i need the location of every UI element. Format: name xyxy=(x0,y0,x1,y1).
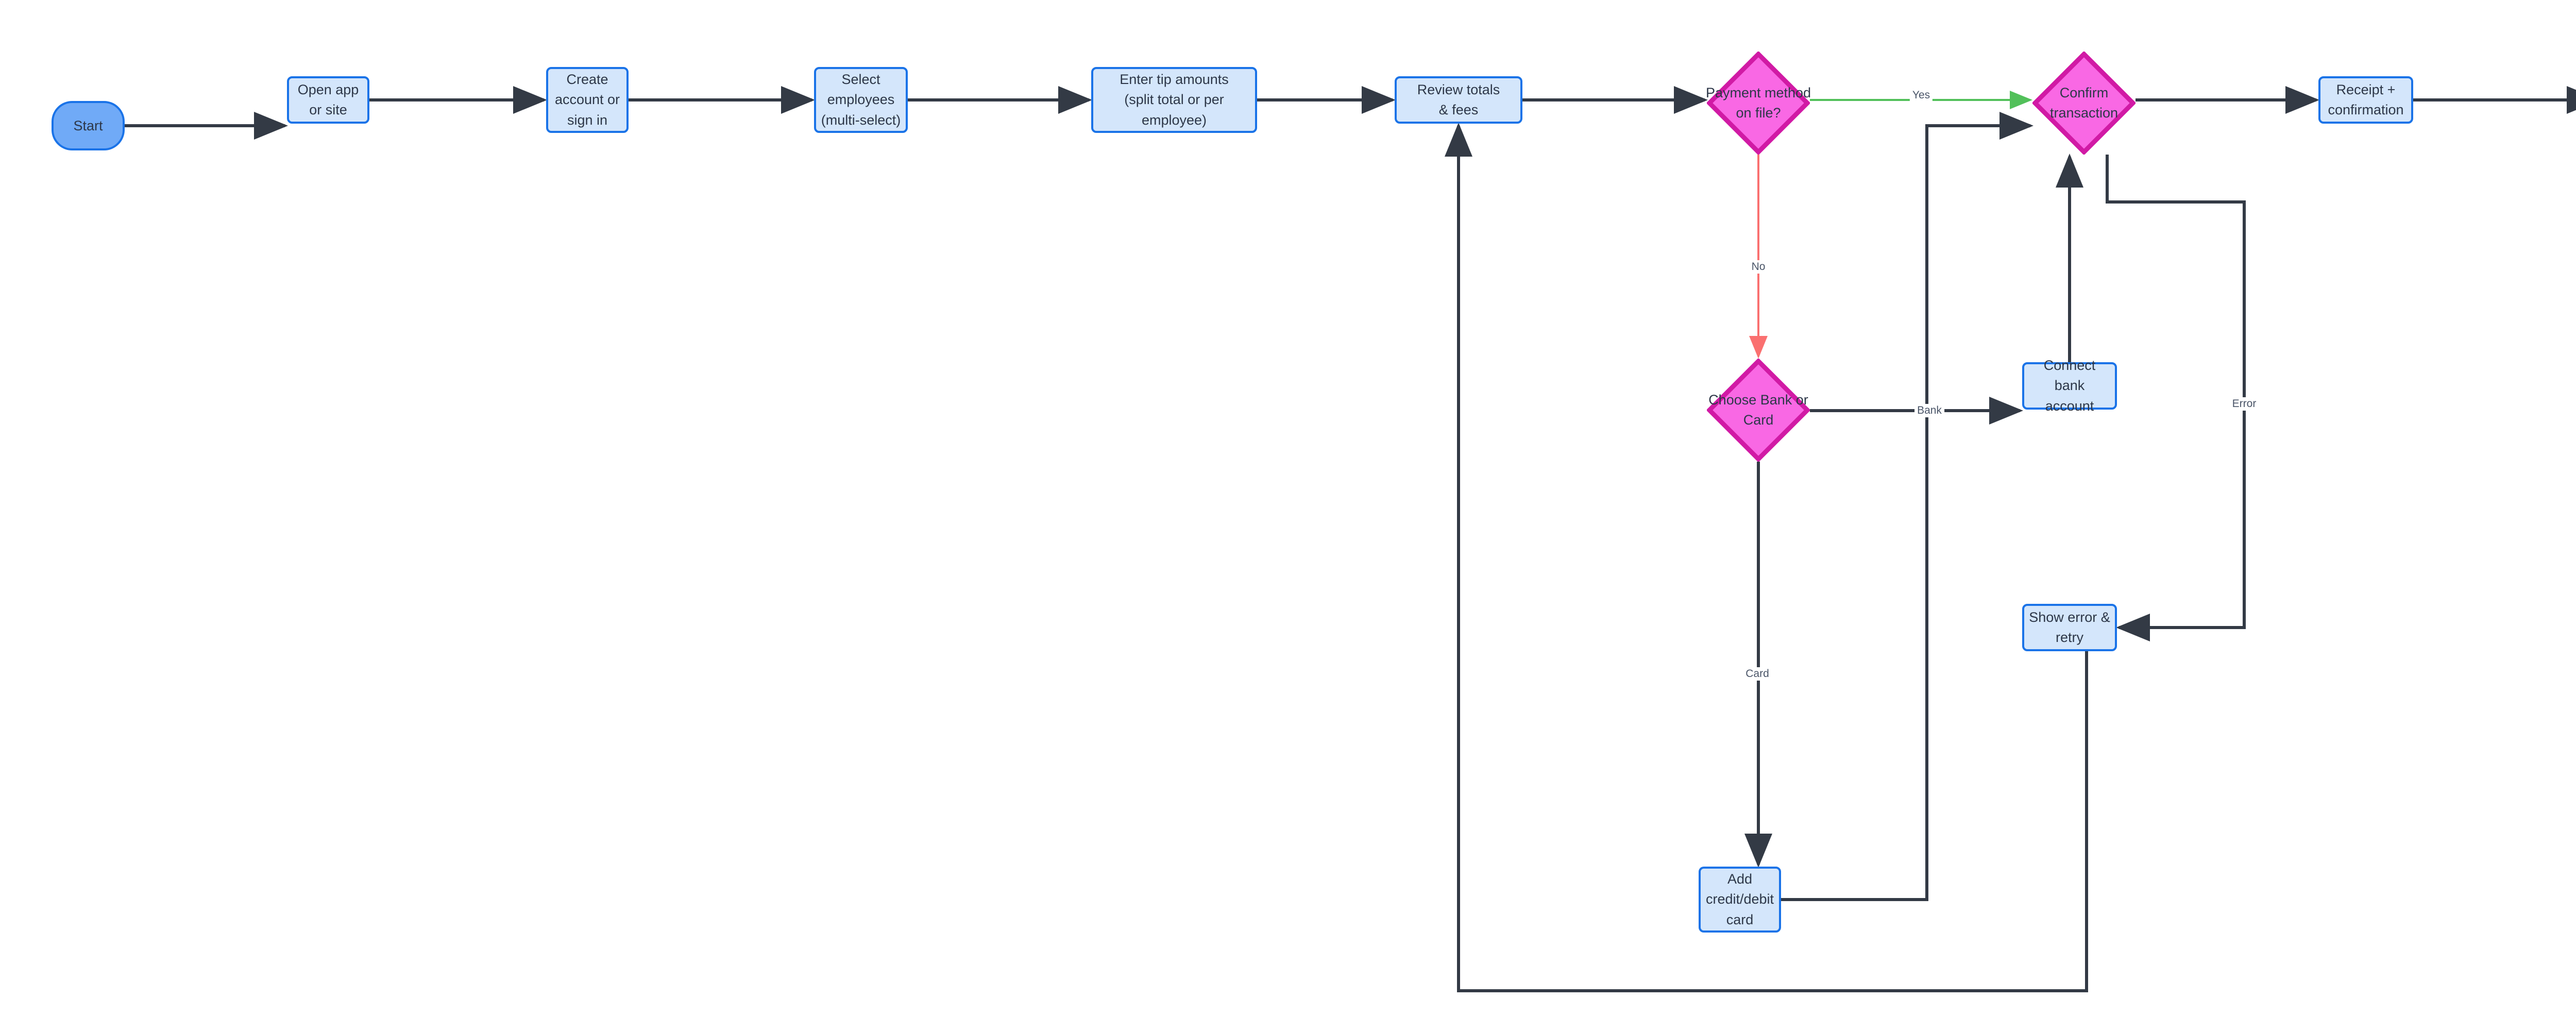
diamond-shape-confirm-transaction xyxy=(2032,52,2136,155)
node-show-error-retry-label: Show error & retry xyxy=(2029,609,2110,645)
edge-label-bank: Bank xyxy=(1914,404,1944,417)
node-confirm-transaction[interactable]: Confirm transaction xyxy=(2032,52,2136,155)
node-receipt-confirmation[interactable]: Receipt + confirmation xyxy=(2318,76,2413,124)
edge-label-no: No xyxy=(1749,260,1768,274)
node-enter-tip-amounts-label: Enter tip amounts (split total or per em… xyxy=(1120,72,1229,128)
node-connect-bank-account[interactable]: Connect bank account xyxy=(2022,358,2117,414)
node-add-credit-debit-card-label: Add credit/debit card xyxy=(1705,871,1774,927)
node-receipt-confirmation-label: Receipt + confirmation xyxy=(2328,81,2404,117)
edge-label-yes: Yes xyxy=(1909,89,1933,102)
node-show-error-retry[interactable]: Show error & retry xyxy=(2022,604,2117,651)
node-open-app[interactable]: Open app or site xyxy=(287,76,369,124)
node-start[interactable]: Start xyxy=(52,101,125,150)
node-open-app-label: Open app or site xyxy=(297,81,359,117)
node-create-account-label: Create account or sign in xyxy=(554,72,620,128)
node-start-label: Start xyxy=(73,117,103,133)
edge-label-error: Error xyxy=(2229,397,2259,411)
diamond-shape-choose-bank-or-card xyxy=(1707,359,1810,462)
node-payment-method-on-file[interactable]: Payment method on file? xyxy=(1706,52,1811,155)
node-review-totals[interactable]: Review totals & fees xyxy=(1395,76,1522,124)
node-select-employees[interactable]: Select employees (multi-select) xyxy=(814,67,908,133)
node-select-employees-label: Select employees (multi-select) xyxy=(821,72,901,128)
edge-label-card: Card xyxy=(1743,667,1772,681)
node-enter-tip-amounts[interactable]: Enter tip amounts (split total or per em… xyxy=(1091,67,1257,133)
edge-show-error-to-review xyxy=(1445,123,2088,992)
diamond-shape-payment-method xyxy=(1707,52,1810,155)
edge-confirm-error-to-show-error xyxy=(2106,155,2246,641)
node-review-totals-label: Review totals & fees xyxy=(1417,81,1500,117)
node-choose-bank-or-card[interactable]: Choose Bank or Card xyxy=(1707,359,1810,462)
node-create-account[interactable]: Create account or sign in xyxy=(546,67,629,133)
edge-add-card-to-confirm xyxy=(1781,112,2033,901)
node-connect-bank-account-label: Connect bank account xyxy=(2043,358,2096,414)
node-add-credit-debit-card[interactable]: Add credit/debit card xyxy=(1699,867,1781,933)
